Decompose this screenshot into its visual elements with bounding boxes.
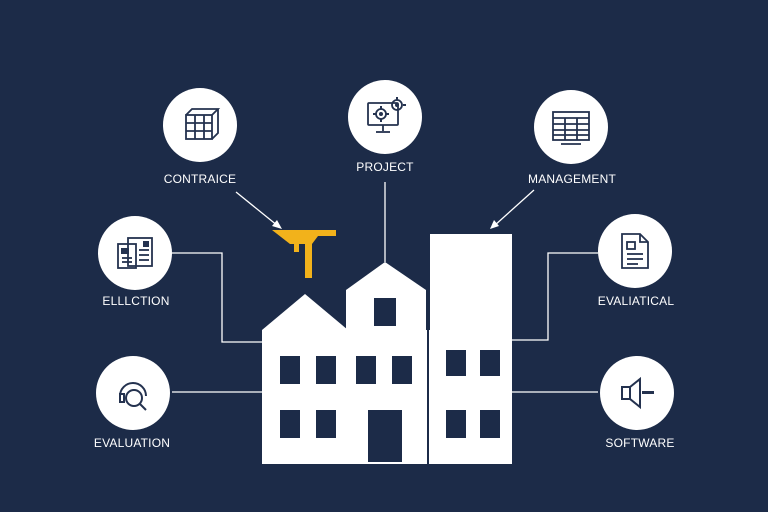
node-ellection[interactable] [98, 216, 172, 290]
headset-search-icon [119, 382, 147, 411]
crane-hook-icon [272, 230, 336, 278]
arrowhead-management [490, 220, 499, 229]
speaker-icon [621, 376, 654, 410]
node-software-label: SOFTWARE [605, 436, 675, 450]
building-windows [280, 298, 500, 462]
connector-evaliatical [512, 252, 598, 341]
monitor-gears-icon [367, 97, 406, 133]
node-evaliatical[interactable] [598, 214, 672, 288]
node-project[interactable] [348, 80, 422, 154]
node-evaliatical-label: EVALIATICAL [597, 294, 675, 308]
node-contraice[interactable] [163, 88, 237, 162]
document-icon [621, 233, 649, 269]
connector-ellection [172, 252, 262, 343]
node-ellection-label: ELLLCTION [102, 294, 170, 308]
connector-management [493, 189, 535, 227]
documents-stack-icon [117, 237, 153, 269]
node-management[interactable] [534, 90, 608, 164]
connector-contraice [235, 191, 279, 227]
node-software[interactable] [600, 356, 674, 430]
node-management-label: MANAGEMENT [527, 172, 617, 186]
node-evaluation[interactable] [96, 356, 170, 430]
grid-box-icon [185, 108, 221, 140]
node-project-label: PROJECT [356, 160, 414, 174]
node-evaluation-label: EVALUATION [93, 436, 171, 450]
spreadsheet-icon [552, 111, 590, 145]
arrowhead-contraice [272, 220, 282, 229]
node-contraice-label: CONTRAICE [163, 172, 237, 186]
